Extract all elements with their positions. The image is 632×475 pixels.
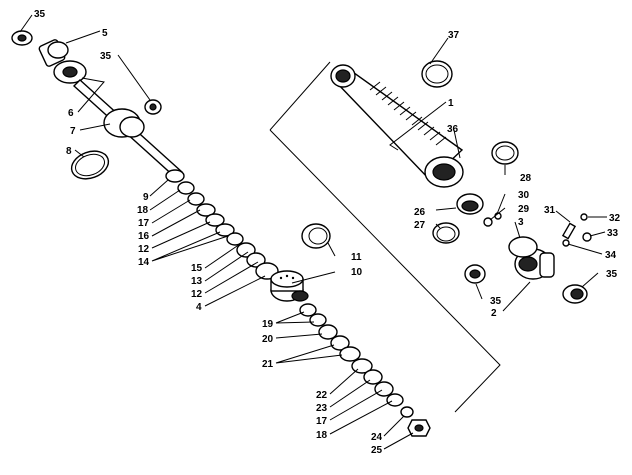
label-31: 31 [544, 205, 556, 216]
part-5-bushing [38, 39, 69, 67]
label-28: 28 [520, 173, 532, 184]
label-17: 17 [138, 218, 150, 229]
label-1: 1 [448, 98, 454, 109]
label-11: 11 [351, 252, 362, 263]
lower-shim-stack [299, 303, 414, 418]
label-6: 6 [68, 108, 74, 119]
label-3: 3 [518, 217, 524, 228]
label-16: 16 [138, 231, 150, 242]
label-23: 23 [316, 403, 328, 414]
label-9: 9 [143, 192, 149, 203]
label-8: 8 [66, 146, 72, 157]
label-35: 35 [490, 296, 502, 307]
label-21: 21 [262, 359, 274, 370]
part-6-shaft-eye [53, 60, 87, 84]
label-15: 15 [191, 263, 203, 274]
part-11-piston-ring [301, 223, 331, 249]
label-14: 14 [138, 257, 150, 268]
part-31-valve-group [561, 213, 592, 247]
label-19: 19 [262, 319, 274, 330]
label-20: 20 [262, 334, 274, 345]
label-35: 35 [34, 9, 46, 20]
part-10-piston [270, 270, 309, 302]
label-29: 29 [518, 204, 530, 215]
label-2: 2 [491, 308, 497, 319]
label-30: 30 [518, 190, 530, 201]
part-1-body-cylinder [330, 64, 464, 181]
leader-lines [19, 14, 607, 450]
part-35-washer-lower [464, 264, 486, 284]
label-32: 32 [609, 213, 621, 224]
label-25: 25 [371, 445, 383, 456]
label-17: 17 [316, 416, 328, 427]
label-36: 36 [447, 124, 459, 135]
shim-stack [165, 169, 279, 280]
label-35: 35 [606, 269, 618, 280]
part-27-split-ring [432, 222, 460, 244]
label-27: 27 [414, 220, 426, 231]
label-12: 12 [191, 289, 203, 300]
label-12: 12 [138, 244, 150, 255]
part-28-ring [491, 141, 519, 165]
label-4: 4 [196, 302, 202, 313]
label-26: 26 [414, 207, 426, 218]
part-36-collar [424, 156, 464, 188]
part-3-o-ring [508, 236, 538, 258]
label-33: 33 [607, 228, 619, 239]
part-35-washer-right [562, 284, 588, 304]
label-34: 34 [605, 250, 617, 261]
part-shapes [11, 30, 592, 437]
part-37-ring [421, 60, 453, 88]
label-37: 37 [448, 30, 460, 41]
part-7-body [103, 108, 145, 138]
part-25-nut [407, 419, 431, 437]
label-5: 5 [102, 28, 108, 39]
callout-labels: 35 5 35 6 7 8 9 18 17 16 12 14 15 13 12 … [34, 9, 621, 456]
label-13: 13 [191, 276, 203, 287]
label-18: 18 [316, 430, 328, 441]
exploded-outline [269, 61, 501, 413]
label-22: 22 [316, 390, 328, 401]
label-7: 7 [70, 126, 76, 137]
label-18: 18 [137, 205, 149, 216]
label-10: 10 [351, 267, 363, 278]
label-35: 35 [100, 51, 112, 62]
part-26-seal [456, 193, 484, 215]
label-24: 24 [371, 432, 383, 443]
part-8-o-ring [70, 150, 110, 180]
